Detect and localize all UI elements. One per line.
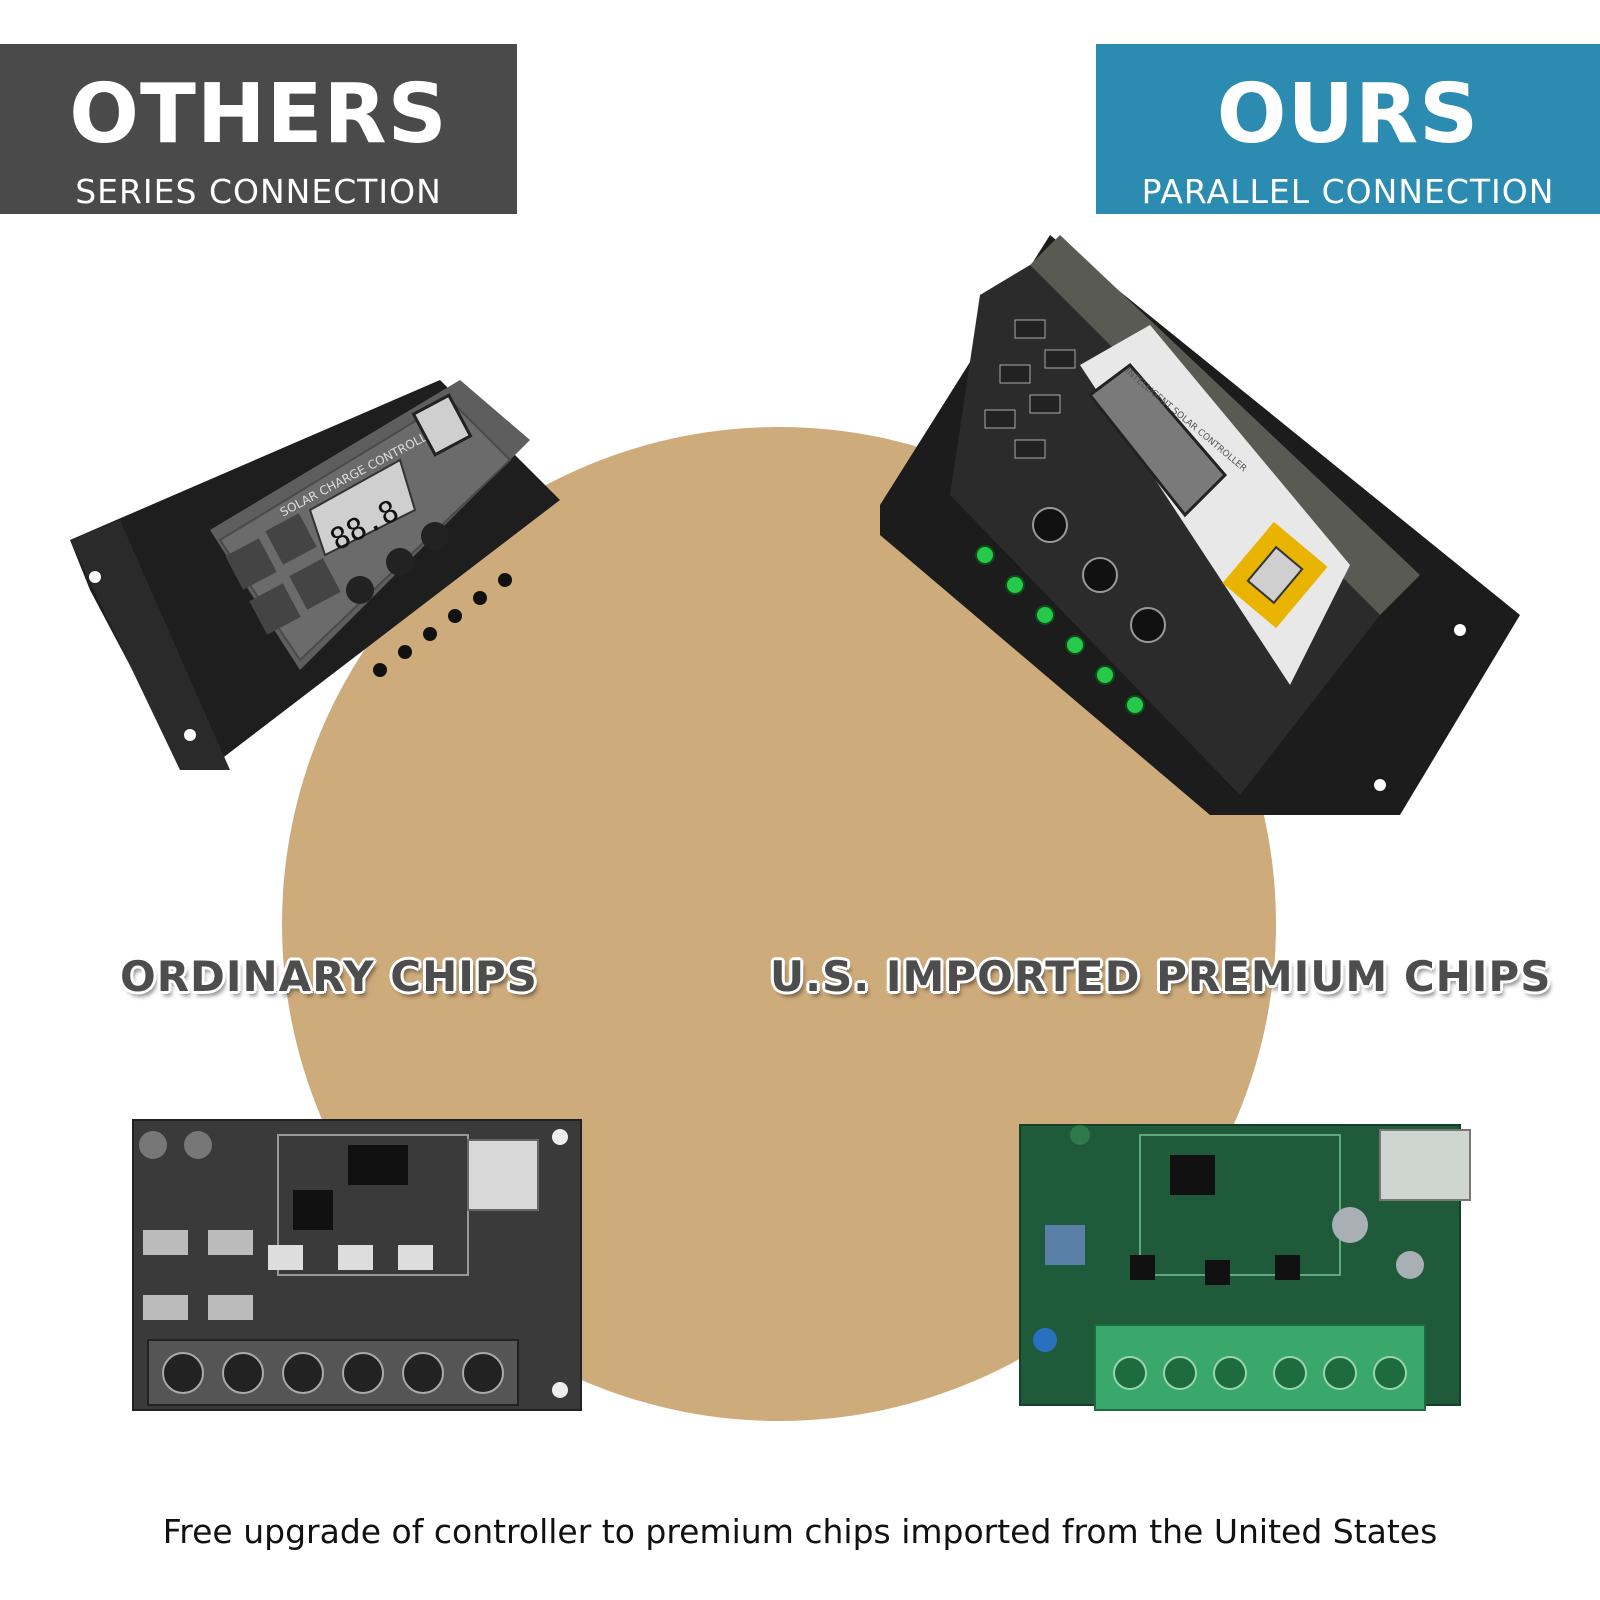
ours-subtitle: PARALLEL CONNECTION	[1141, 172, 1555, 211]
premium-pcb-image	[1019, 1124, 1471, 1411]
premium-usb-socket	[1379, 1129, 1471, 1201]
others-subtitle: SERIES CONNECTION	[75, 172, 442, 211]
premium-terminal-block	[1094, 1324, 1426, 1411]
ordinary-button-2	[386, 548, 414, 576]
ordinary-pcb-image	[132, 1119, 582, 1411]
ordinary-feature-icons	[225, 513, 341, 635]
premium-menu-icons	[984, 319, 1076, 459]
ours-title: OURS	[1216, 67, 1480, 162]
ordinary-button-1	[346, 576, 374, 604]
premium-minus-button	[1130, 607, 1166, 643]
ordinary-chips-label: ORDINARY CHIPS	[120, 952, 538, 1001]
premium-chips-label: U.S. IMPORTED PREMIUM CHIPS	[770, 952, 1552, 1001]
premium-menu-button	[1032, 507, 1068, 543]
ordinary-button-3	[421, 522, 449, 550]
ours-header: OURS PARALLEL CONNECTION	[1096, 44, 1600, 214]
others-title: OTHERS	[69, 67, 448, 162]
others-header: OTHERS SERIES CONNECTION	[0, 44, 517, 214]
premium-terminals	[975, 545, 1145, 715]
premium-plus-button	[1082, 557, 1118, 593]
premium-mcu-chip	[1170, 1155, 1215, 1195]
ordinary-terminal-holes	[373, 573, 512, 677]
footer-caption: Free upgrade of controller to premium ch…	[162, 1512, 1438, 1551]
ordinary-controller-image: 88.8 SOLAR CHARGE CONTROLLER	[70, 380, 560, 770]
ordinary-terminal-block	[147, 1339, 519, 1406]
ordinary-usb-socket	[467, 1139, 539, 1211]
ordinary-mcu-chip	[348, 1145, 408, 1185]
ordinary-usb-port	[411, 393, 473, 457]
premium-controller-image: INTELLIGENT SOLAR CONTROLLER	[880, 235, 1520, 815]
